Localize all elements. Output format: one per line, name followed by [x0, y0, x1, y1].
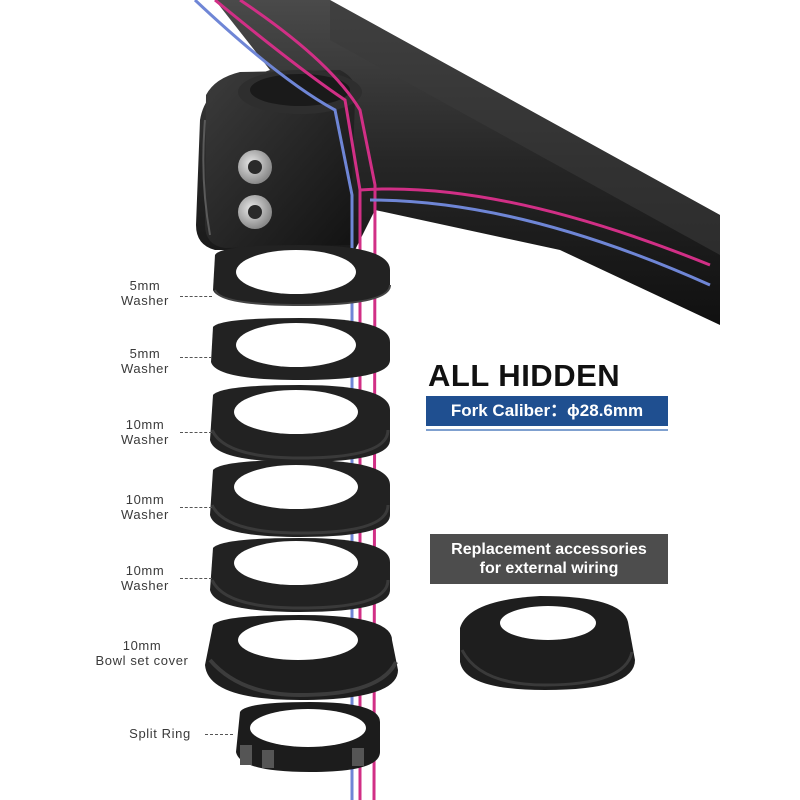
replacement-line-1: Replacement accessories [451, 541, 647, 558]
spacer-washer [213, 245, 391, 307]
spacer-washer [210, 460, 390, 537]
spacer-washer [210, 538, 390, 612]
internal-cables [193, 0, 711, 800]
headline: ALL HIDDEN [428, 358, 621, 393]
spacer-washer [211, 318, 390, 380]
part-label: Split Ring [129, 726, 191, 741]
replacement-accessory [460, 596, 635, 690]
spacer-washer [210, 385, 390, 462]
bowl-set-cover [205, 615, 398, 700]
split-ring [236, 702, 380, 772]
fork-caliber-banner: Fork Caliber：ϕ28.6mm [426, 396, 668, 426]
integrated-handlebar [196, 0, 720, 325]
replacement-line-2: for external wiring [479, 560, 619, 577]
replacement-banner: Replacement accessories for external wir… [430, 534, 668, 584]
banner-underline [426, 429, 668, 431]
